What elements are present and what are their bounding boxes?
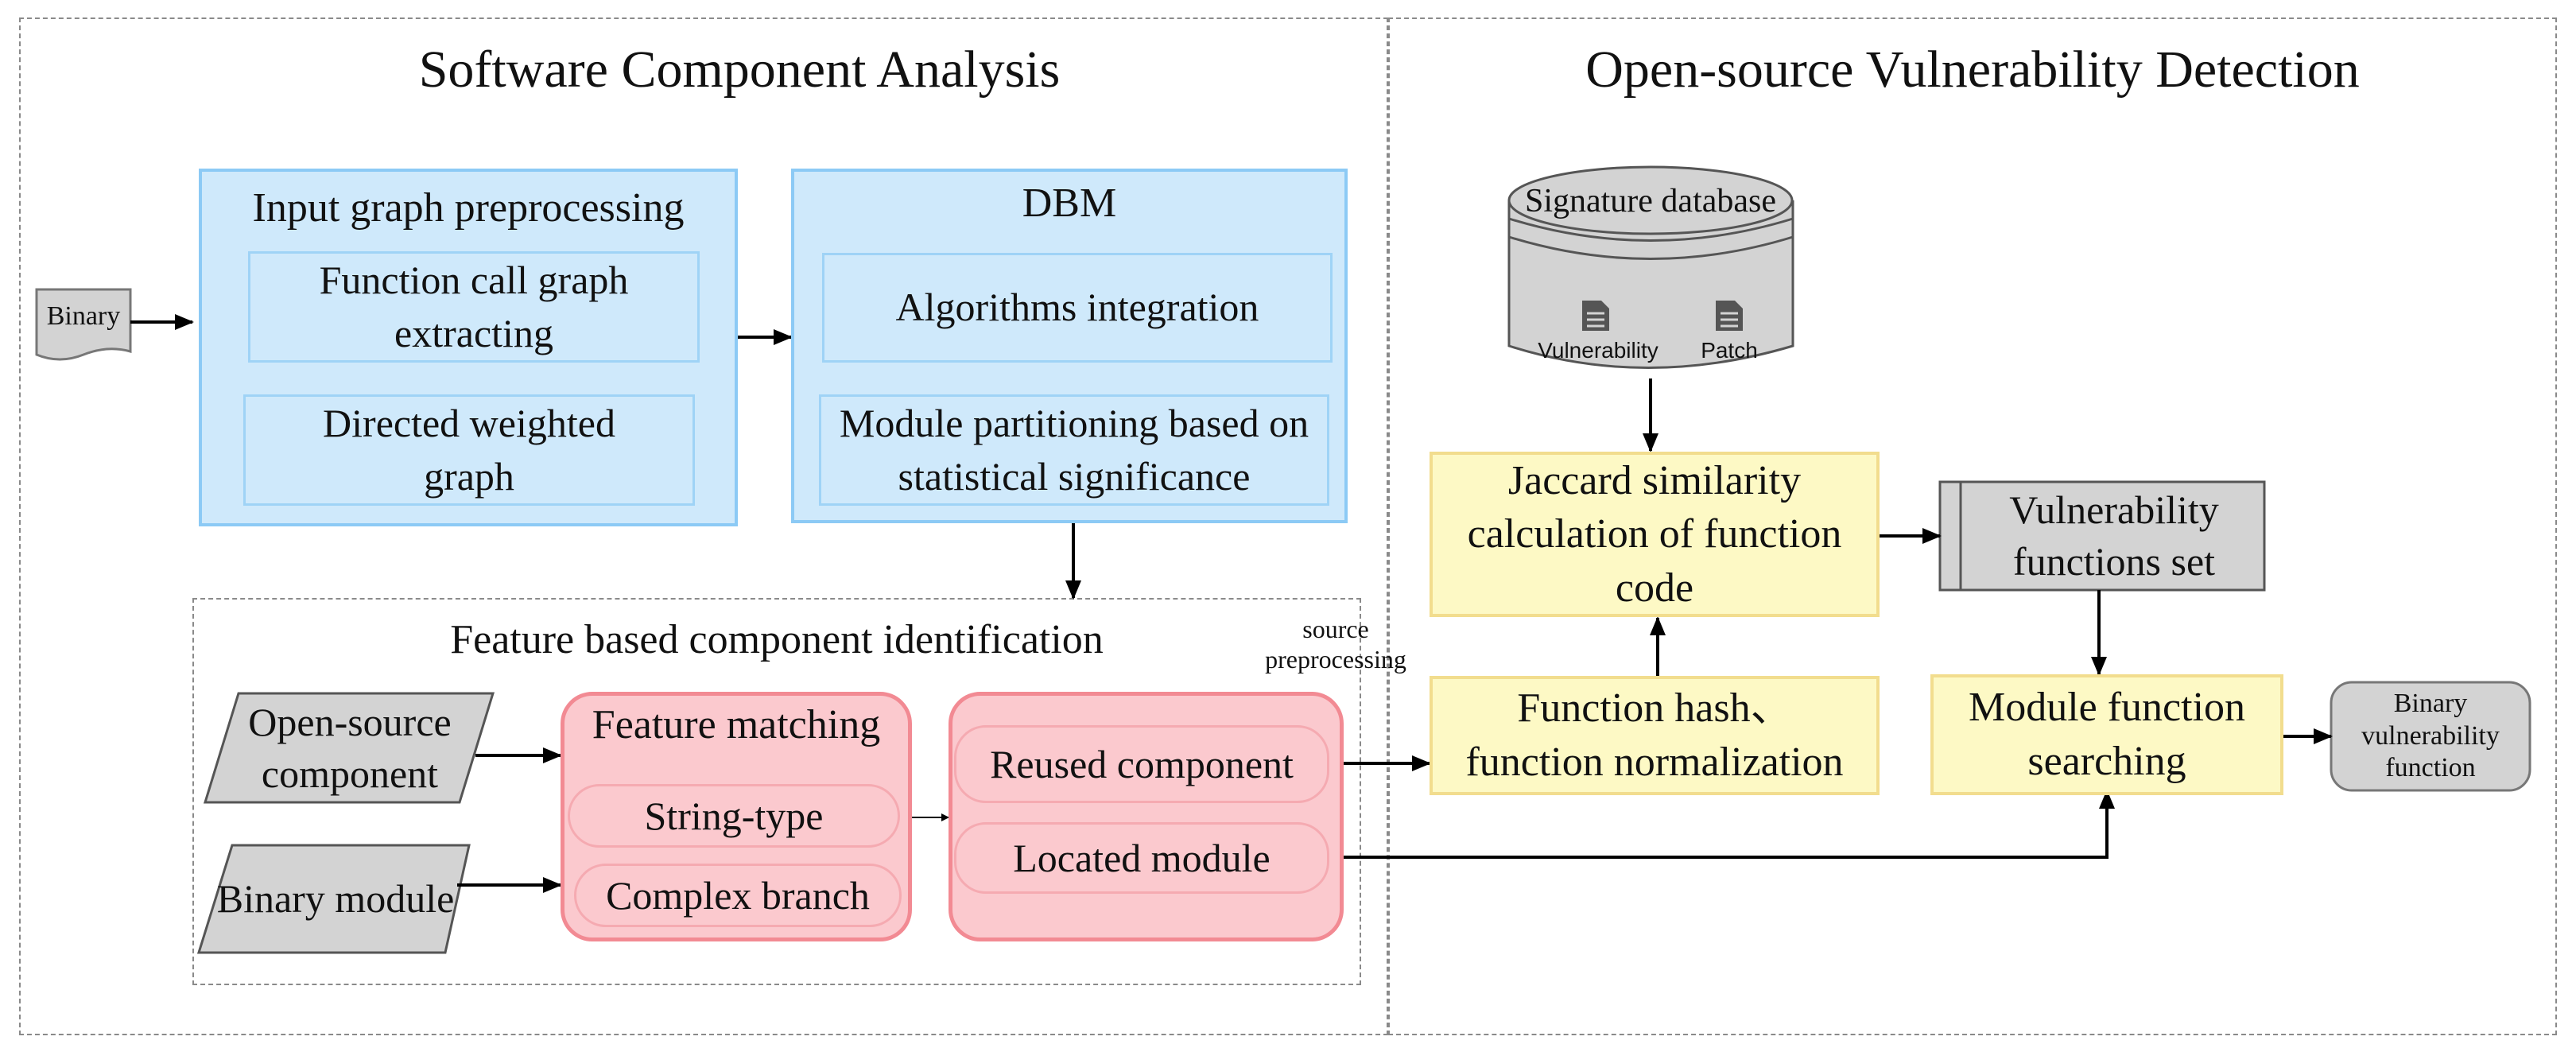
binary-doc-label: Binary (46, 301, 121, 331)
dbm-step-2: Module partitioning based on statistical… (819, 394, 1329, 506)
left-panel-title: Software Component Analysis (418, 41, 1061, 99)
dbm-header: DBM (1022, 181, 1117, 226)
open-source-parallelogram (203, 692, 495, 804)
source-preprocessing-label: source preprocessing (1265, 615, 1406, 674)
database-icon (1507, 165, 1794, 369)
dbm-box (791, 169, 1348, 523)
db-item-patch: Patch (1701, 338, 1758, 363)
feature-matching-header: Feature matching (592, 702, 881, 747)
module-search-box: Module function searching (1930, 674, 2283, 795)
reused-component-pill: Reused component (954, 725, 1329, 803)
located-module-pill: Located module (954, 822, 1329, 894)
right-panel (1388, 17, 2557, 1035)
preprocess-header: Input graph preprocessing (252, 185, 685, 231)
preprocess-step-2: Directed weighted graph (243, 394, 695, 506)
preprocess-box (199, 169, 738, 526)
vuln-functions-set: Vulnerability functions set (2009, 487, 2219, 584)
jaccard-box: Jaccard similarity calculation of functi… (1430, 452, 1880, 617)
db-item-vulnerability: Vulnerability (1538, 338, 1658, 363)
right-panel-title: Open-source Vulnerability Detection (1585, 41, 2360, 99)
dbm-step-1: Algorithms integration (822, 253, 1333, 363)
left-panel (19, 17, 1388, 1035)
feature-section-title: Feature based component identification (450, 617, 1104, 662)
binary-module-parallelogram (196, 844, 471, 954)
string-type-pill: String-type (568, 784, 900, 848)
feature-matching-box (561, 692, 912, 941)
complex-branch-pill: Complex branch (574, 864, 902, 927)
preprocess-step-1: Function call graph extracting (248, 251, 700, 363)
signature-db-label: Signature database (1524, 183, 1777, 219)
result-box (949, 692, 1344, 941)
binary-vuln-function: Binary vulnerability function (2361, 688, 2500, 783)
binary-module: Binary module (216, 876, 455, 921)
open-source-component: Open-source component (248, 699, 452, 796)
vuln-set-shape (1938, 480, 2266, 592)
document-icon (35, 288, 132, 361)
hash-box: Function hash、 function normalization (1430, 676, 1880, 795)
feature-section-box (192, 598, 1361, 985)
file-icon (1582, 301, 1743, 331)
